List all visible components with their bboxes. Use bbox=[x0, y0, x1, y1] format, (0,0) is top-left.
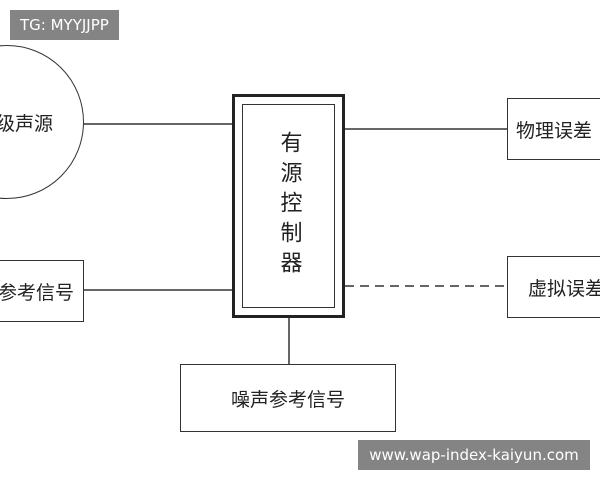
virtual-error-box: 虚拟误差 bbox=[507, 256, 600, 318]
active-controller-block: 有源控制器 bbox=[232, 94, 345, 318]
active-controller-inner-frame: 有源控制器 bbox=[242, 104, 335, 308]
reference-signal-label: 参考信号 bbox=[0, 281, 74, 304]
watermark-bottom-right: www.wap-index-kaiyun.com bbox=[358, 440, 590, 470]
noise-reference-label: 噪声参考信号 bbox=[230, 388, 345, 411]
noise-reference-box: 噪声参考信号 bbox=[180, 364, 396, 432]
watermark-top-left-text: TG: MYYJJPP bbox=[20, 16, 109, 34]
physical-error-label: 物理误差 bbox=[516, 119, 593, 142]
active-controller-label: 有源控制器 bbox=[276, 131, 302, 281]
watermark-top-left: TG: MYYJJPP bbox=[10, 10, 119, 40]
watermark-bottom-right-text: www.wap-index-kaiyun.com bbox=[369, 446, 579, 464]
virtual-error-label: 虚拟误差 bbox=[528, 277, 600, 300]
reference-signal-box: 参考信号 bbox=[0, 260, 84, 322]
physical-error-box: 物理误差 bbox=[507, 98, 600, 160]
primary-source-label: 级声源 bbox=[0, 112, 53, 135]
